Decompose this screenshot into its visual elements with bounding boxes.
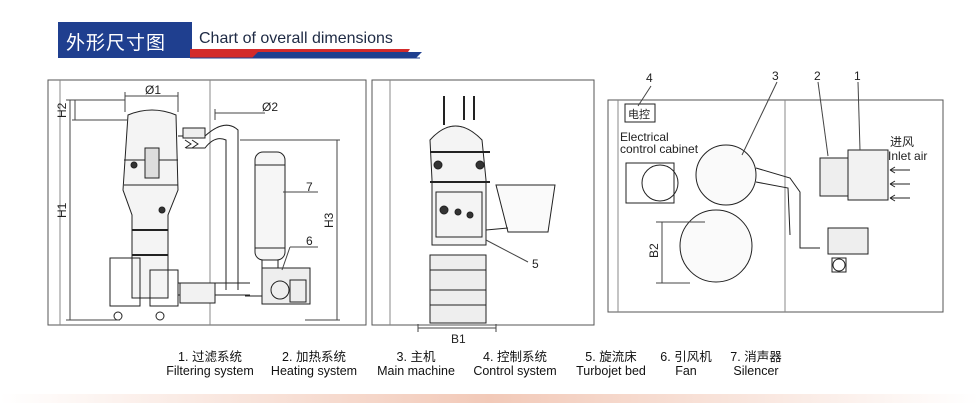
header-blue-tab — [58, 22, 192, 58]
callout-3: 3 — [772, 69, 779, 83]
legend-item: 4. 控制系统 Control system — [466, 350, 564, 378]
legend-item: 7. 消声器 Silencer — [720, 350, 792, 378]
title-chinese: 外形尺寸图 — [66, 32, 167, 54]
front-view-frame — [371, 79, 595, 326]
front-elevation-view: B1 5 — [371, 79, 595, 346]
dim-b1: B1 — [451, 332, 466, 346]
dim-phi1: Ø1 — [145, 83, 161, 97]
filtering-tower — [109, 109, 179, 321]
callout-1: 1 — [854, 69, 861, 83]
legend-item-zh: 6. 引风机 — [660, 350, 712, 364]
callout-7: 7 — [306, 180, 313, 194]
cabinet-label-en-1: Electrical — [620, 130, 669, 144]
cabinet-label-zh: 电控 — [628, 107, 650, 121]
legend-item-en: Turbojet bed — [576, 364, 646, 378]
callout-6: 6 — [306, 234, 313, 248]
legend-item: 5. 旋流床 Turbojet bed — [568, 350, 654, 378]
cabinet-label-en-2: control cabinet — [620, 142, 699, 156]
legend-item-en: Main machine — [377, 364, 455, 378]
plan-view-frame — [607, 99, 944, 313]
legend-item: 2. 加热系统 Heating system — [264, 350, 364, 378]
legend-item-en: Heating system — [270, 364, 358, 378]
plan-dimensions — [656, 221, 705, 284]
legend-item-zh: 1. 过滤系统 — [178, 350, 242, 364]
dim-h2: H2 — [55, 102, 69, 118]
legend-item: 1. 过滤系统 Filtering system — [158, 350, 262, 378]
callout-4: 4 — [646, 71, 653, 85]
title-english: Chart of overall dimensions — [199, 30, 393, 47]
inlet-label-en: Inlet air — [888, 149, 927, 163]
legend-item-zh: 7. 消声器 — [730, 350, 782, 364]
induced-fan — [245, 267, 311, 305]
side-dimension-labels: Ø1 Ø2 H2 H1 H3 7 6 — [55, 83, 336, 248]
legend-item-zh: 2. 加热系统 — [282, 350, 346, 364]
legend-item-zh: 4. 控制系统 — [483, 350, 547, 364]
side-view-frame — [47, 79, 367, 326]
legend-item: 6. 引风机 Fan — [656, 350, 716, 378]
legend-item-en: Fan — [675, 364, 697, 378]
bottom-band — [0, 394, 979, 403]
legend-item-en: Silencer — [733, 364, 779, 378]
dim-h3: H3 — [322, 212, 336, 228]
dim-phi2: Ø2 — [262, 100, 278, 114]
legend-item-zh: 3. 主机 — [396, 350, 436, 364]
plan-equipment — [625, 144, 910, 283]
legend-item-en: Filtering system — [166, 364, 254, 378]
dim-h1: H1 — [55, 202, 69, 218]
plan-leaders — [637, 81, 861, 157]
silencer — [254, 151, 286, 280]
front-dimensions — [417, 239, 529, 332]
plan-view: 4 3 2 1 电控 Electrical control cabinet 进风… — [607, 69, 944, 313]
side-elevation-view: Ø1 Ø2 H2 H1 H3 7 6 — [47, 79, 367, 326]
legend-item-zh: 5. 旋流床 — [585, 350, 637, 364]
callout-2: 2 — [814, 69, 821, 83]
legend-item: 3. 主机 Main machine — [370, 350, 462, 378]
turbojet-bed — [485, 184, 556, 233]
legend-item-en: Control system — [473, 364, 557, 378]
side-leaders — [281, 191, 318, 271]
header-blue-stripe — [252, 52, 422, 58]
inlet-label-zh: 进风 — [890, 135, 914, 149]
side-dimensions — [66, 92, 340, 321]
callout-5: 5 — [532, 257, 539, 271]
main-machine — [429, 96, 490, 324]
dim-b2: B2 — [647, 243, 661, 258]
air-duct — [178, 124, 250, 304]
header-banner — [58, 22, 422, 59]
control-cabinet — [624, 103, 656, 123]
